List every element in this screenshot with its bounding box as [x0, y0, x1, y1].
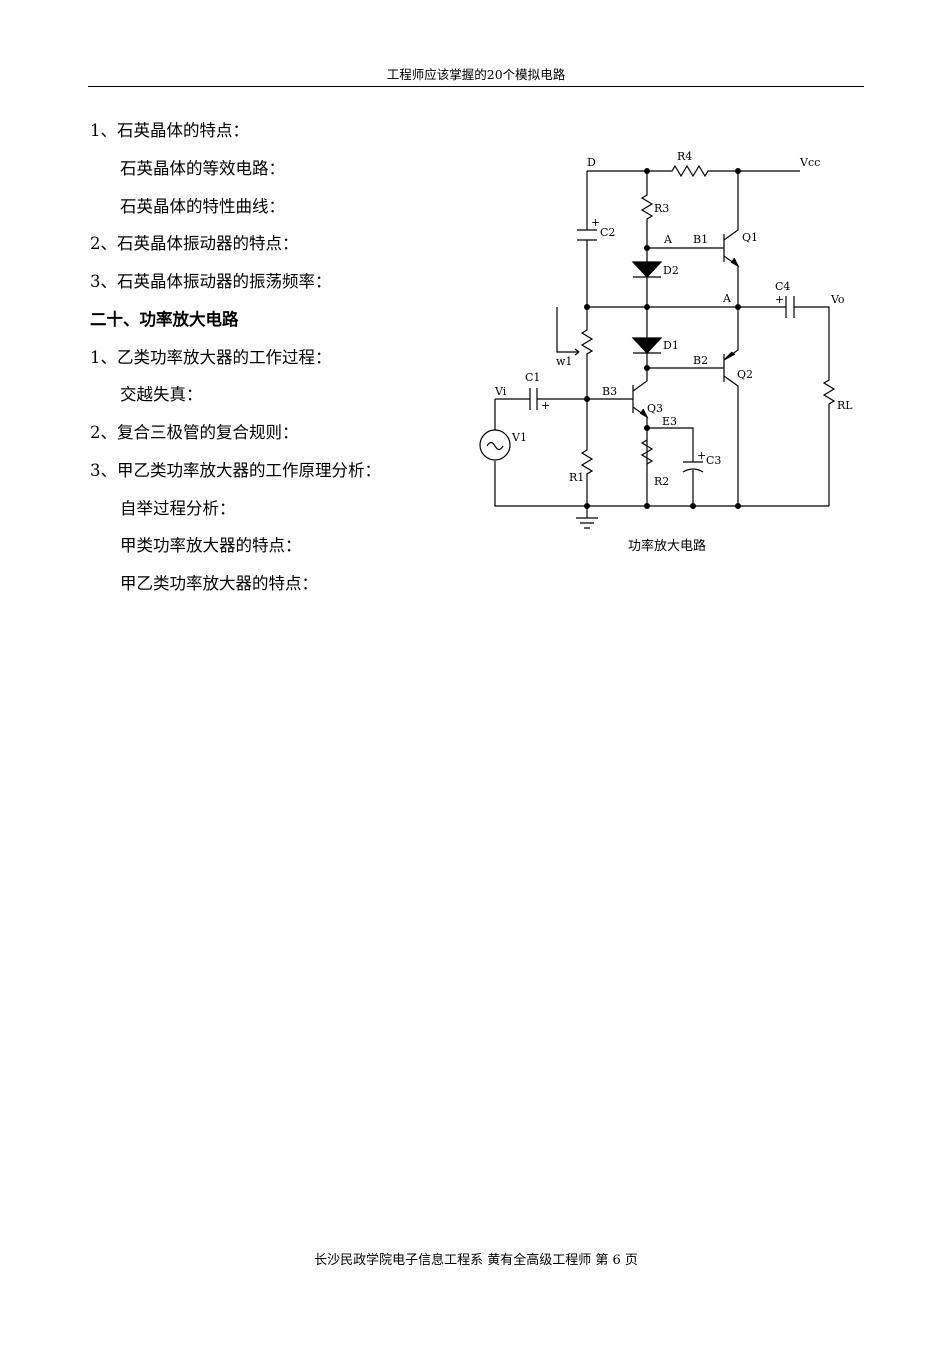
label-c4: C4 [775, 280, 790, 293]
header-title: 工程师应该掌握的20个模拟电路 [386, 67, 566, 82]
junction-dots [584, 168, 741, 509]
c4-capacitor [587, 296, 795, 318]
label-r3: R3 [654, 202, 669, 215]
label-c2: C2 [600, 226, 615, 239]
page-footer: 长沙民政学院电子信息工程系 黄有全高级工程师 第 6 页 [314, 1253, 638, 1268]
label-c1: C1 [525, 371, 540, 384]
section-heading: 二十、功率放大电路 [90, 310, 239, 329]
text-line: 石英晶体的特性曲线： [120, 197, 285, 216]
label-plus-c1: + [541, 399, 550, 412]
ground-rail [494, 399, 829, 507]
text-line: 2、复合三极管的复合规则： [90, 423, 299, 442]
c1-capacitor [495, 388, 587, 410]
page-header: 工程师应该掌握的20个模拟电路 [88, 66, 864, 87]
label-plus-c2: + [591, 216, 600, 229]
label-w1: w1 [556, 355, 572, 368]
text-line: 1、乙类功率放大器的工作过程： [90, 348, 332, 367]
text-line: 2、石英晶体振动器的特点： [90, 234, 299, 253]
label-a-mid: A [722, 292, 732, 305]
text-line: 交越失真： [120, 385, 203, 404]
d2-diode [631, 261, 663, 278]
r4-resistor [587, 164, 800, 178]
text-line: 自举过程分析： [120, 499, 236, 518]
label-c3: C3 [706, 454, 721, 467]
figure-caption: 功率放大电路 [628, 539, 707, 554]
text-line: 甲类功率放大器的特点： [120, 536, 302, 555]
q1-transistor [647, 171, 739, 307]
label-q1: Q1 [742, 231, 758, 244]
v1-source [479, 429, 511, 461]
label-vo: Vo [830, 293, 845, 306]
label-d2: D2 [663, 264, 679, 277]
label-b2: B2 [693, 354, 708, 367]
label-plus-c4: + [775, 293, 784, 306]
r1-resistor [580, 399, 594, 506]
label-e3: E3 [662, 415, 677, 428]
label-r1: R1 [569, 471, 584, 484]
label-q3: Q3 [647, 402, 663, 415]
text-line: 3、甲乙类功率放大器的工作原理分析： [90, 461, 381, 480]
label-rl: RL [837, 399, 853, 412]
label-vi: Vi [494, 385, 507, 398]
d1-diode [631, 307, 663, 354]
r2-resistor [640, 439, 654, 465]
label-vcc: Vcc [799, 156, 820, 169]
text-line: 石英晶体的等效电路： [120, 159, 285, 178]
r3-resistor [640, 171, 654, 262]
label-a-top: A [663, 233, 673, 246]
label-d1: D1 [663, 339, 679, 352]
label-r2: R2 [654, 475, 669, 488]
c2-capacitor [577, 171, 597, 307]
q3-transistor [587, 368, 648, 506]
circuit-figure: D R4 Vcc R3 + C2 A B1 Q1 D2 A C4 + Vo D1… [470, 140, 870, 530]
text-line: 甲乙类功率放大器的特点： [120, 574, 318, 593]
text-line: 3、石英晶体振动器的振荡频率： [90, 272, 332, 291]
text-line: 1、石英晶体的特点： [90, 121, 249, 140]
label-plus-c3: + [697, 449, 706, 462]
label-v1: V1 [511, 431, 527, 444]
label-b3: B3 [602, 385, 617, 398]
ground-icon [576, 506, 598, 529]
label-r4: R4 [677, 150, 692, 163]
power-amplifier-circuit: D R4 Vcc R3 + C2 A B1 Q1 D2 A C4 + Vo D1… [479, 150, 853, 529]
w1-potentiometer [580, 307, 594, 399]
label-d: D [587, 156, 596, 169]
label-b1: B1 [693, 233, 708, 246]
q2-transistor [647, 307, 739, 506]
c3-capacitor [647, 427, 704, 506]
label-q2: Q2 [737, 368, 753, 381]
